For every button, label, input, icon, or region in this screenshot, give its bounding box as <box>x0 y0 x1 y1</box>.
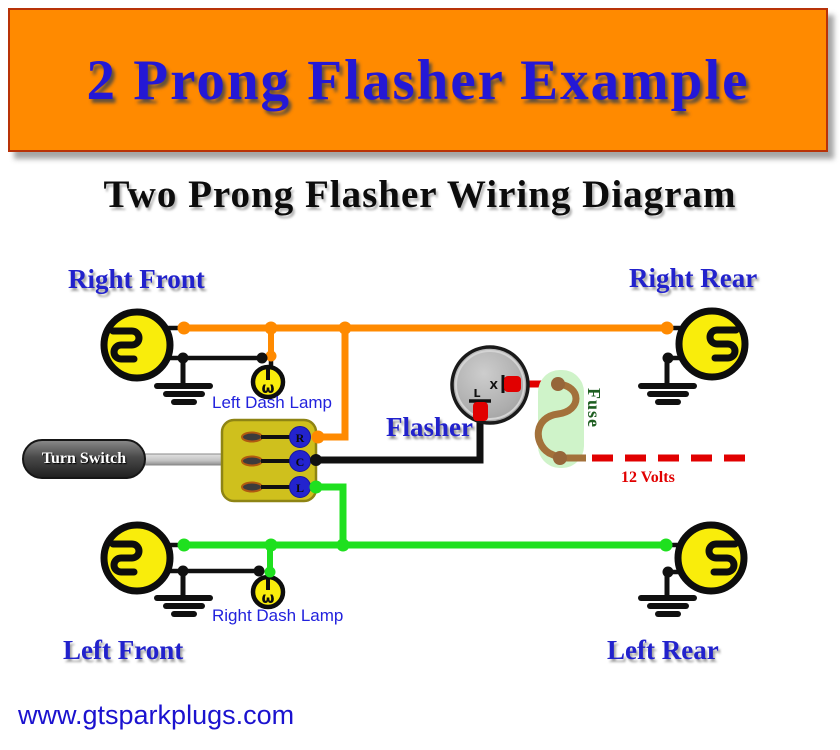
switch-contacts: R C L <box>241 426 311 498</box>
website-link[interactable]: www.gtsparkplugs.com <box>18 700 295 730</box>
wire-l-terminal <box>316 483 347 545</box>
wire-c-to-flasher <box>316 417 484 464</box>
fuse-terminal-bottom <box>553 451 567 465</box>
right-dash-lamp: ω <box>250 574 286 610</box>
label-left-front: Left Front <box>63 635 184 665</box>
lamp-right-front <box>100 308 174 382</box>
fuse-terminal-top <box>551 377 565 391</box>
dash-filament-icon: ω <box>261 589 274 607</box>
lamps: ω ω <box>100 307 749 610</box>
lamp-right-rear <box>675 307 749 381</box>
lamp-filament-icon <box>109 327 143 363</box>
label-right-dash-lamp: Right Dash Lamp <box>212 606 344 625</box>
terminal-r <box>289 426 311 448</box>
contact-slot-l <box>241 481 263 493</box>
contact-slot-r <box>241 431 263 443</box>
label-left-dash-lamp: Left Dash Lamp <box>212 393 333 412</box>
label-right-front: Right Front <box>68 264 205 294</box>
terminal-l-label: L <box>296 481 304 495</box>
lamp-filament-icon <box>705 540 739 576</box>
dash-filament-icon: ω <box>261 379 274 397</box>
label-fuse: Fuse <box>584 388 604 428</box>
flasher-x-connector <box>504 376 521 392</box>
ground-icon <box>638 569 697 617</box>
flasher-terminal-x-label: X <box>490 379 499 392</box>
lamp-filament-icon <box>706 326 740 362</box>
junction-dots <box>177 321 674 578</box>
page-title: 2 Prong Flasher Example <box>86 48 750 112</box>
flasher-can <box>450 345 530 425</box>
flasher-relay: X L <box>450 345 530 425</box>
switch-lever <box>144 453 224 466</box>
ground-icon <box>638 355 697 405</box>
label-flasher: Flasher <box>386 412 473 442</box>
wire-r-terminal <box>316 328 349 441</box>
diagram-subtitle: Two Prong Flasher Wiring Diagram <box>103 173 737 216</box>
lamp-left-rear <box>674 521 748 595</box>
fuse-wire <box>534 380 580 462</box>
turn-switch-assembly: R C L <box>22 418 318 503</box>
terminal-r-label: R <box>296 431 305 445</box>
fuse-assembly <box>534 370 586 468</box>
flasher-terminal-l-label: L <box>473 387 480 400</box>
label-turn-switch: Turn Switch <box>41 450 127 467</box>
label-right-rear: Right Rear <box>629 263 758 293</box>
flasher-l-connector <box>473 402 488 421</box>
contact-slot-c <box>241 455 263 467</box>
terminal-c-label: C <box>296 455 305 469</box>
lamp-left-front <box>100 521 174 595</box>
label-left-rear: Left Rear <box>607 635 719 665</box>
title-banner: 2 Prong Flasher Example <box>8 8 828 152</box>
turn-switch-knob[interactable] <box>22 439 146 479</box>
label-12-volts: 12 Volts <box>621 469 675 486</box>
lamp-filament-icon <box>109 540 143 576</box>
left-dash-lamp: ω <box>250 364 286 400</box>
